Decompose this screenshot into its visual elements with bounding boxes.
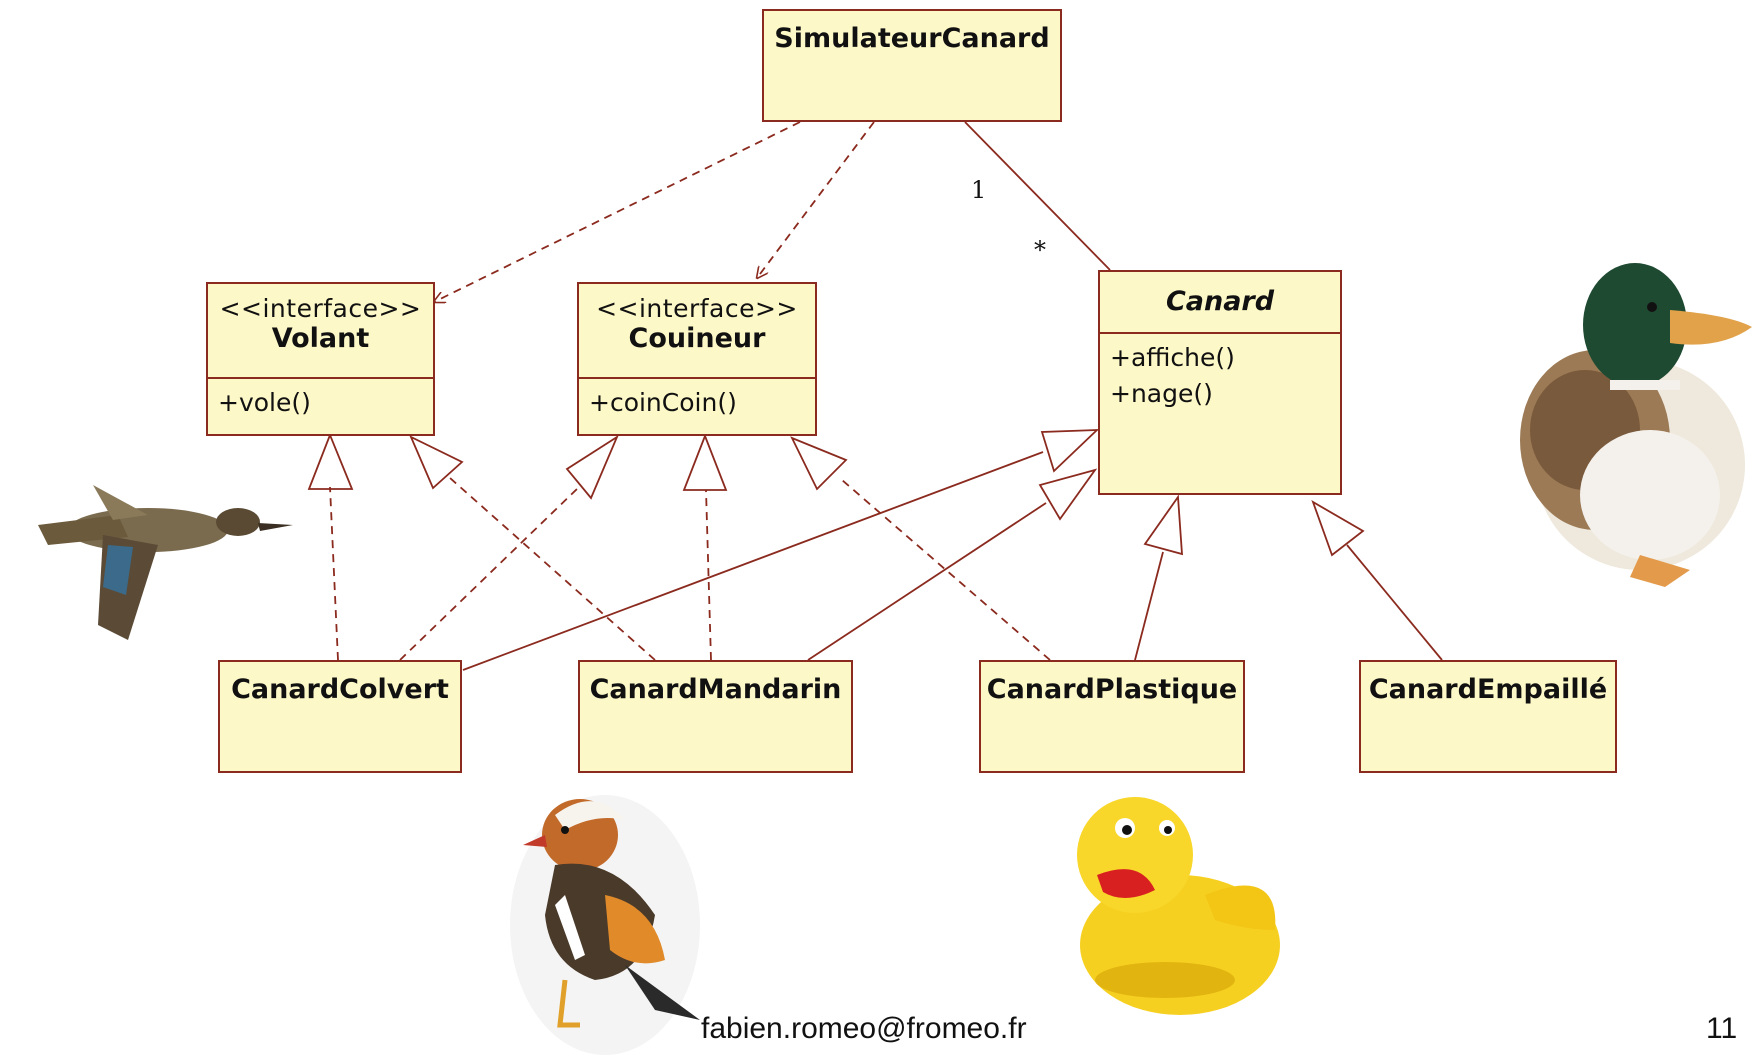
interface-name: Couineur bbox=[628, 323, 766, 354]
class-simulateur-canard[interactable]: SimulateurCanard bbox=[762, 9, 1062, 122]
interface-stereotype: <<interface>> bbox=[219, 294, 422, 323]
operation-nage: +nage() bbox=[1110, 379, 1213, 408]
interface-volant[interactable]: <<interface>> Volant +vole() bbox=[206, 282, 435, 436]
interface-name: Volant bbox=[271, 323, 370, 354]
realization-colvert-volant bbox=[329, 486, 339, 661]
generalization-empaille-canard bbox=[1346, 544, 1443, 661]
operation-coincoin: +coinCoin() bbox=[589, 388, 737, 417]
generalization-mandarin-canard bbox=[807, 502, 1047, 661]
class-name: CanardPlastique bbox=[986, 674, 1238, 705]
flying-duck-image bbox=[38, 485, 293, 640]
mandarin-duck-image bbox=[510, 795, 700, 1055]
generalization-arrowhead bbox=[1143, 494, 1183, 556]
dependency-simulateur-volant bbox=[434, 121, 801, 302]
class-name: CanardMandarin bbox=[589, 674, 842, 705]
realization-mandarin-volant bbox=[449, 477, 656, 661]
footer-email: fabien.romeo@fromeo.fr bbox=[701, 1012, 1027, 1045]
mallard-plush-image bbox=[1520, 263, 1752, 587]
generalization-arrowhead bbox=[1038, 468, 1098, 521]
dependency-simulateur-couineur bbox=[757, 121, 875, 278]
class-canard-empaille[interactable]: CanardEmpaillé bbox=[1359, 660, 1617, 773]
generalization-arrowhead bbox=[1040, 429, 1100, 473]
realization-arrowhead bbox=[307, 432, 354, 490]
class-canard[interactable]: Canard +affiche() +nage() bbox=[1098, 270, 1342, 495]
operation-affiche: +affiche() bbox=[1110, 343, 1235, 372]
interface-stereotype: <<interface>> bbox=[596, 294, 798, 323]
association-simulateur-canard bbox=[964, 121, 1111, 271]
realization-colvert-couineur bbox=[399, 487, 579, 661]
multiplicity-one: 1 bbox=[971, 176, 987, 204]
interface-couineur[interactable]: <<interface>> Couineur +coinCoin() bbox=[577, 282, 817, 436]
generalization-arrowhead bbox=[1311, 499, 1365, 557]
generalization-plastique-canard bbox=[1134, 551, 1164, 661]
class-name: CanardEmpaillé bbox=[1368, 674, 1608, 705]
realization-arrowhead bbox=[682, 433, 728, 491]
rubber-duck-image bbox=[1077, 797, 1280, 1015]
class-canard-mandarin[interactable]: CanardMandarin bbox=[578, 660, 853, 773]
realization-arrowhead bbox=[565, 434, 619, 500]
class-name: SimulateurCanard bbox=[774, 23, 1050, 54]
operation-vole: +vole() bbox=[218, 388, 311, 417]
class-name: Canard bbox=[1100, 272, 1340, 334]
class-canard-colvert[interactable]: CanardColvert bbox=[218, 660, 462, 773]
realization-mandarin-couineur bbox=[705, 489, 712, 661]
realization-arrowhead bbox=[790, 436, 848, 491]
realization-arrowhead bbox=[409, 435, 464, 490]
page-number: 11 bbox=[1706, 1012, 1738, 1045]
multiplicity-many: * bbox=[1034, 236, 1046, 264]
class-canard-plastique[interactable]: CanardPlastique bbox=[979, 660, 1245, 773]
class-name: CanardColvert bbox=[231, 674, 449, 705]
generalization-colvert-canard bbox=[462, 451, 1044, 671]
realization-plastique-couineur bbox=[841, 479, 1051, 661]
